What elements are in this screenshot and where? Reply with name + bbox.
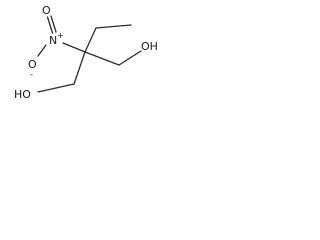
bond-c-ch2-right bbox=[84, 51, 120, 66]
bond-ch2-oh-right bbox=[118, 50, 142, 66]
atom-oxygen-single: O bbox=[28, 58, 37, 71]
bond-c-ch2-ethyl bbox=[84, 27, 97, 53]
atom-nitrogen: N bbox=[49, 34, 57, 47]
bond-n-o-double-a bbox=[46, 16, 54, 34]
atom-oxygen-double: O bbox=[42, 4, 51, 17]
bond-c-ch2-bottom bbox=[73, 51, 86, 85]
bond-ch2-ch3 bbox=[95, 24, 132, 29]
atom-labels: O N + O - OH HO bbox=[14, 4, 158, 101]
bond-n-o-single bbox=[37, 44, 47, 57]
bond-n-c bbox=[62, 42, 86, 53]
bond-ch2-oh-left bbox=[37, 83, 75, 93]
atom-hydroxyl-right: OH bbox=[141, 40, 158, 53]
bond-n-o-double-b bbox=[50, 15, 57, 33]
bonds bbox=[37, 15, 142, 93]
structural-formula: O N + O - OH HO bbox=[14, 4, 158, 101]
oxygen-charge: - bbox=[30, 70, 33, 79]
nitrogen-charge: + bbox=[57, 31, 64, 40]
atom-hydroxyl-left: HO bbox=[14, 88, 31, 101]
